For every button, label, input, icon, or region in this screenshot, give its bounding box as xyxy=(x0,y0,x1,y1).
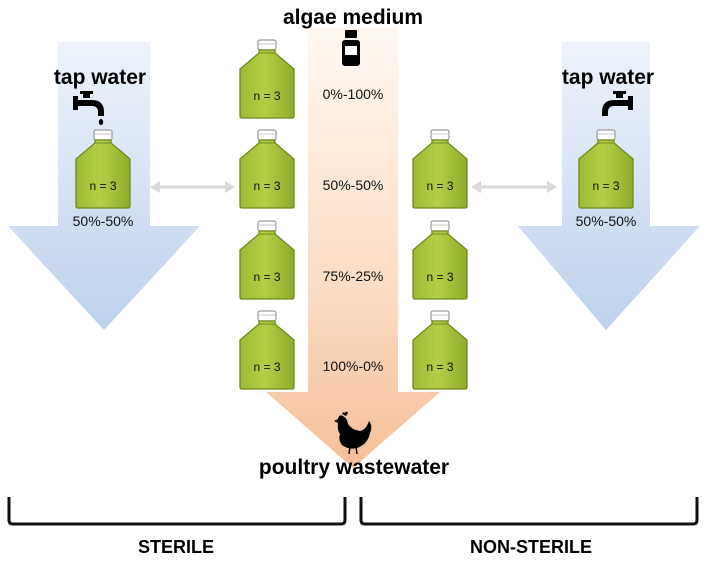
bottle-right-3 xyxy=(412,310,468,390)
replicate-label: n = 3 xyxy=(253,179,280,193)
bottle-right-2 xyxy=(412,220,468,300)
replicate-label: n = 3 xyxy=(426,179,453,193)
ratio-label-3: 75%-25% xyxy=(323,268,384,284)
poultry-wastewater-title: poultry wastewater xyxy=(259,456,449,479)
bottle-right-1 xyxy=(412,129,468,209)
replicate-label: n = 3 xyxy=(253,89,280,103)
replicate-label: n = 3 xyxy=(592,179,619,193)
tap-water-title-left: tap water xyxy=(54,66,146,89)
replicate-label: n = 3 xyxy=(253,360,280,374)
ratio-label-4: 100%-0% xyxy=(323,358,384,374)
replicate-label: n = 3 xyxy=(426,270,453,284)
bottle-center-3 xyxy=(239,220,295,300)
bottle-center-1 xyxy=(239,39,295,119)
ratio-label-1: 0%-100% xyxy=(323,86,384,102)
faucet-icon-right xyxy=(602,91,633,116)
chicken-icon xyxy=(334,411,372,455)
algae-medium-title: algae medium xyxy=(283,6,423,29)
replicate-label: n = 3 xyxy=(253,270,280,284)
sterile-bracket xyxy=(7,497,347,526)
ratio-label-2: 50%-50% xyxy=(323,177,384,193)
replicate-label: n = 3 xyxy=(89,179,116,193)
connector-arrow-left xyxy=(150,181,235,193)
medium-bottle-icon xyxy=(342,30,360,66)
medium-gradient-arrow xyxy=(266,28,440,468)
non-sterile-bracket xyxy=(359,497,699,526)
non-sterile-label: NON-STERILE xyxy=(470,537,592,557)
replicate-label: n = 3 xyxy=(426,360,453,374)
tap-ratio-label-right: 50%-50% xyxy=(576,213,637,229)
tap-ratio-label-left: 50%-50% xyxy=(73,213,134,229)
tap-water-title-right: tap water xyxy=(562,66,654,89)
bottle-center-4 xyxy=(239,310,295,390)
faucet-icon-left xyxy=(73,91,104,125)
connector-arrow-right xyxy=(471,181,557,193)
bottle-center-2 xyxy=(239,129,295,209)
sterile-label: STERILE xyxy=(138,537,214,557)
